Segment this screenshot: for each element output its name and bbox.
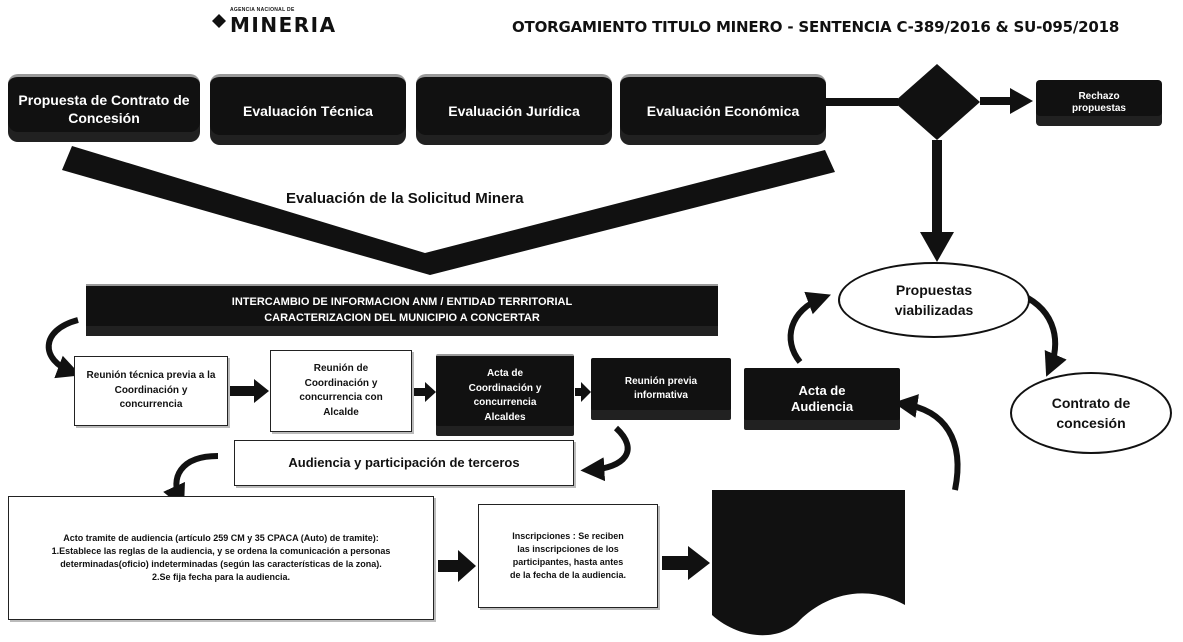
arrow-coord-3 <box>575 382 591 402</box>
reunion-tecnica-box: Reunión técnica previa a la Coordinación… <box>74 356 228 426</box>
acta-audiencia-box: Acta de Audiencia <box>744 368 900 430</box>
viabilizadas-label: Propuestas viabilizadas <box>894 281 974 318</box>
decision-diamond <box>894 64 980 140</box>
intercambio-banner: INTERCAMBIO DE INFORMACION ANM / ENTIDAD… <box>86 284 718 336</box>
funnel-chevron <box>62 146 835 275</box>
curve-audiencia-to-acto <box>163 453 219 509</box>
step-evaluacion-juridica: Evaluación Jurídica <box>416 74 612 145</box>
rechazo-propuestas-box: Rechazo propuestas <box>1036 80 1162 126</box>
step-evaluacion-tecnica: Evaluación Técnica <box>210 74 406 145</box>
curve-viabilizadas-to-contrato <box>1020 292 1067 377</box>
arrow-to-viabilizadas <box>932 140 942 234</box>
inscripciones-box: Inscripciones : Se reciben las inscripci… <box>478 504 658 608</box>
acta-audiencia-label: Acta de Audiencia <box>790 383 854 414</box>
step-label: Evaluación Económica <box>646 103 800 119</box>
contrato-label: Contrato de concesión <box>1051 394 1131 431</box>
reunion-informativa-box: Reunión previa informativa <box>591 358 731 420</box>
acto-tramite-box: Acto tramite de audiencia (artículo 259 … <box>8 496 434 620</box>
acto-line3: 2.Se fija fecha para la audiencia. <box>151 572 291 583</box>
arrow-coord-1 <box>229 379 269 403</box>
rechazo-label: Rechazo propuestas <box>1072 91 1126 114</box>
curve-intercambio-to-reunion <box>45 317 81 379</box>
audiencia-document-shape <box>712 490 905 636</box>
page-title: OTORGAMIENTO TITULO MINERO - SENTENCIA C… <box>512 18 1120 36</box>
arrow-acto-to-inscripciones <box>438 550 476 582</box>
step-label: Evaluación Jurídica <box>448 103 580 119</box>
arrow-inscripciones-to-document <box>662 546 710 580</box>
step-label: Reunión técnica previa a la Coordinación… <box>86 370 216 411</box>
reunion-coordinacion-box: Reunión de Coordinación y concurrencia c… <box>270 350 412 432</box>
step-label: Reunión de Coordinación y concurrencia c… <box>299 363 383 418</box>
arrow-to-rechazo <box>980 97 1012 105</box>
inscripciones-label: Inscripciones : Se reciben las inscripci… <box>509 530 627 581</box>
logo-mineria-text: MINERIA <box>230 13 337 37</box>
step-label: Evaluación Técnica <box>243 103 373 119</box>
step-label: Propuesta de Contrato de Concesión <box>18 92 190 126</box>
intercambio-line1: INTERCAMBIO DE INFORMACION ANM / ENTIDAD… <box>231 296 573 309</box>
logo-diamond-icon <box>212 14 226 28</box>
logo-agency-text: AGENCIA NACIONAL DE <box>230 7 295 13</box>
arrow-to-decision <box>826 98 898 106</box>
step-evaluacion-economica: Evaluación Económica <box>620 74 826 145</box>
audiencia-label: Audiencia y participación de terceros <box>288 454 520 470</box>
contrato-concesion-ellipse: Contrato de concesión <box>1010 372 1172 454</box>
acto-line2: 1.Establece las reglas de la audiencia, … <box>51 545 391 569</box>
intercambio-line2: CARACTERIZACION DEL MUNICIPIO A CONCERTA… <box>264 312 540 324</box>
propuestas-viabilizadas-ellipse: Propuestas viabilizadas <box>838 262 1030 338</box>
curve-document-to-acta <box>893 394 961 491</box>
step-label: Acta de Coordinación y concurrencia Alca… <box>468 368 542 423</box>
step-propuesta-contrato: Propuesta de Contrato de Concesión <box>8 74 200 142</box>
evaluacion-caption: Evaluación de la Solicitud Minera <box>286 190 524 207</box>
acto-line1: Acto tramite de audiencia (artículo 259 … <box>63 532 379 543</box>
arrow-coord-2 <box>412 382 436 402</box>
acta-coordinacion-box: Acta de Coordinación y concurrencia Alca… <box>436 354 574 436</box>
curve-informativa-to-audiencia <box>580 425 631 482</box>
audiencia-participacion-box: Audiencia y participación de terceros <box>234 440 574 486</box>
curve-acta-to-viabilizadas <box>787 291 831 364</box>
step-label: Reunión previa informativa <box>624 375 698 402</box>
